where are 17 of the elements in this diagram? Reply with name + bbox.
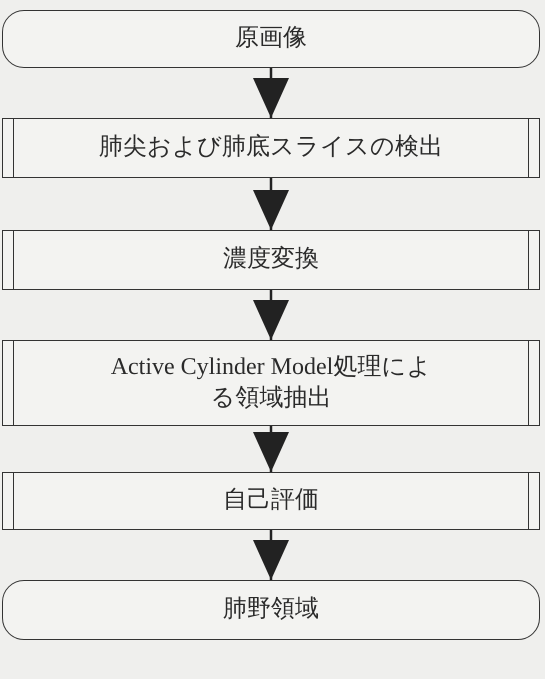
step-label: 自己評価: [223, 486, 319, 516]
terminal-box: [2, 580, 540, 640]
step-label: 原画像: [235, 24, 307, 54]
process-box: [2, 340, 540, 426]
step-label: 肺野領域: [223, 595, 319, 624]
step-label: 肺尖および肺底スライスの検出: [99, 132, 443, 162]
arrow: [253, 290, 289, 340]
process-box: [2, 118, 540, 178]
arrow: [253, 68, 289, 118]
process-box: [2, 230, 540, 290]
step-label: 濃度変換: [223, 244, 319, 274]
arrow: [253, 530, 289, 580]
process-box: [2, 472, 540, 530]
arrow: [253, 178, 289, 230]
terminal-box: [2, 10, 540, 68]
arrow: [253, 426, 289, 472]
step-label: Active Cylinder Model処理による領域抽出: [110, 352, 432, 413]
